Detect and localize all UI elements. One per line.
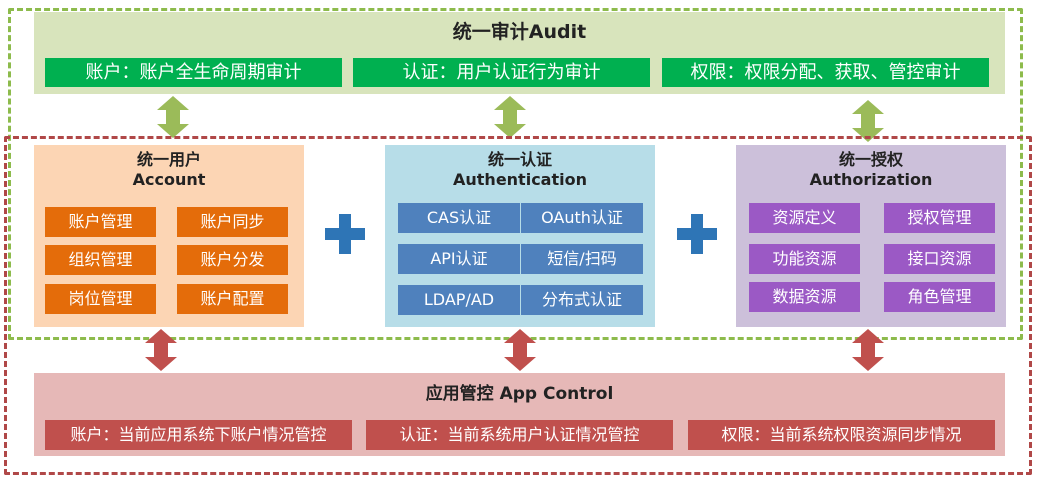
double-arrow-icon [504,329,536,371]
authentication-panel: 统一认证 Authentication CAS认证 OAuth认证 API认证 … [385,145,655,327]
authentication-title-cn: 统一认证 [487,150,552,169]
plus-icon [325,214,365,254]
authorization-title-cn: 统一授权 [838,150,903,169]
authorization-item: 数据资源 [749,282,860,312]
plus-icon [677,214,717,254]
audit-title: 统一审计Audit [452,21,587,43]
app-control-title: 应用管控 App Control [425,384,614,404]
authorization-item: 授权管理 [884,203,995,233]
double-arrow-icon [494,96,526,138]
authentication-item: API认证 [398,244,520,274]
control-item-account: 账户：当前应用系统下账户情况管控 [45,420,352,450]
audit-item-authentication: 认证：用户认证行为审计 [353,58,650,87]
control-item-authorization: 权限：当前系统权限资源同步情况 [688,420,995,450]
authorization-item: 资源定义 [749,203,860,233]
account-title-cn: 统一用户 [136,150,201,169]
app-control-scope-dashed-frame [4,136,1032,475]
authorization-item: 角色管理 [884,282,995,312]
authentication-item: 短信/扫码 [521,244,643,274]
control-item-authentication: 认证：当前系统用户认证情况管控 [366,420,673,450]
account-item: 账户配置 [177,284,288,314]
account-title-en: Account [132,170,206,189]
account-item: 组织管理 [45,245,156,275]
audit-item-account: 账户：账户全生命周期审计 [45,58,342,87]
account-panel: 统一用户 Account 账户管理 账户同步 组织管理 账户分发 岗位管理 账户… [34,145,304,327]
audit-item-authorization: 权限：权限分配、获取、管控审计 [662,58,989,87]
authorization-item: 接口资源 [884,244,995,274]
authentication-item: CAS认证 [398,203,520,233]
double-arrow-icon [852,100,884,142]
authentication-item: 分布式认证 [521,285,643,315]
authorization-panel: 统一授权 Authorization 资源定义 授权管理 功能资源 接口资源 数… [736,145,1006,327]
account-item: 账户分发 [177,245,288,275]
authentication-item: OAuth认证 [521,203,643,233]
double-arrow-icon [145,329,177,371]
double-arrow-icon [852,329,884,371]
authentication-title-en: Authentication [453,170,587,189]
authorization-title-en: Authorization [809,170,933,189]
account-item: 账户同步 [177,207,288,237]
authorization-item: 功能资源 [749,244,860,274]
account-item: 账户管理 [45,207,156,237]
account-item: 岗位管理 [45,284,156,314]
double-arrow-icon [157,96,189,138]
authentication-item: LDAP/AD [398,285,520,315]
